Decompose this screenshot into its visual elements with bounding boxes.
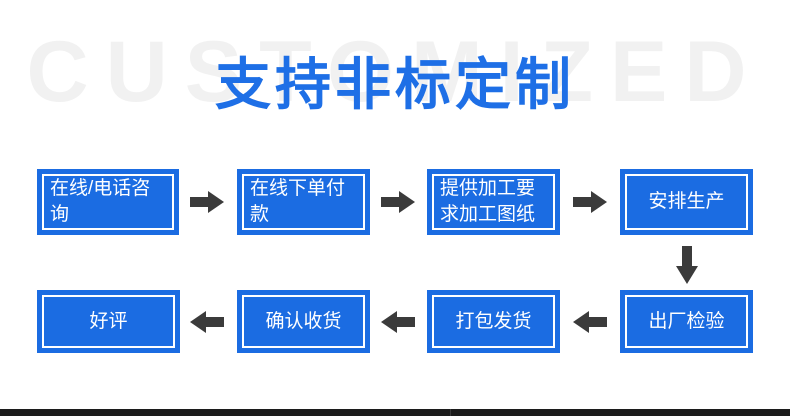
flow-step-2-inner: 在线下单付款 [242,174,365,230]
flow-step-2[interactable]: 在线下单付款 [237,169,370,235]
flow-step-4[interactable]: 安排生产 [620,169,753,235]
flow-step-6[interactable]: 打包发货 [427,290,560,353]
flow-step-6-inner: 打包发货 [432,295,555,348]
flow-step-3-label: 提供加工要求加工图纸 [440,178,536,225]
flow-step-5-label: 出厂检验 [648,310,725,332]
arrow-right-icon-2 [381,191,415,213]
flow-step-2-label: 在线下单付款 [250,178,346,225]
bottom-bar [0,409,790,416]
bottom-bar-seam [450,409,451,416]
flow-step-8-label: 好评 [89,310,128,332]
flow-step-1-label: 在线/电话咨询 [50,178,151,225]
page-title: 支持非标定制 [215,53,575,116]
flow-step-7-label: 确认收货 [265,310,342,332]
arrow-left-icon-1 [573,311,607,333]
flow-step-5-inner: 出厂检验 [625,295,748,348]
flow-step-7[interactable]: 确认收货 [237,290,370,353]
flow-step-7-inner: 确认收货 [242,295,365,348]
flow-step-8-inner: 好评 [42,295,175,348]
flow-step-4-label: 安排生产 [648,191,725,212]
flow-step-4-inner: 安排生产 [625,174,748,230]
flow-step-8[interactable]: 好评 [37,290,180,353]
flow-step-3-inner: 提供加工要求加工图纸 [432,174,555,230]
flow-step-6-label: 打包发货 [455,310,532,332]
arrow-left-icon-2 [381,311,415,333]
flow-step-3[interactable]: 提供加工要求加工图纸 [427,169,560,235]
flow-step-1-inner: 在线/电话咨询 [42,174,174,230]
arrow-right-icon-1 [190,191,224,213]
arrow-down-icon [676,246,698,284]
flow-step-1[interactable]: 在线/电话咨询 [37,169,179,235]
arrow-left-icon-3 [190,311,224,333]
flow-step-5[interactable]: 出厂检验 [620,290,753,353]
arrow-right-icon-3 [573,191,607,213]
watermark-text: CUSTOMIZED [26,24,764,120]
